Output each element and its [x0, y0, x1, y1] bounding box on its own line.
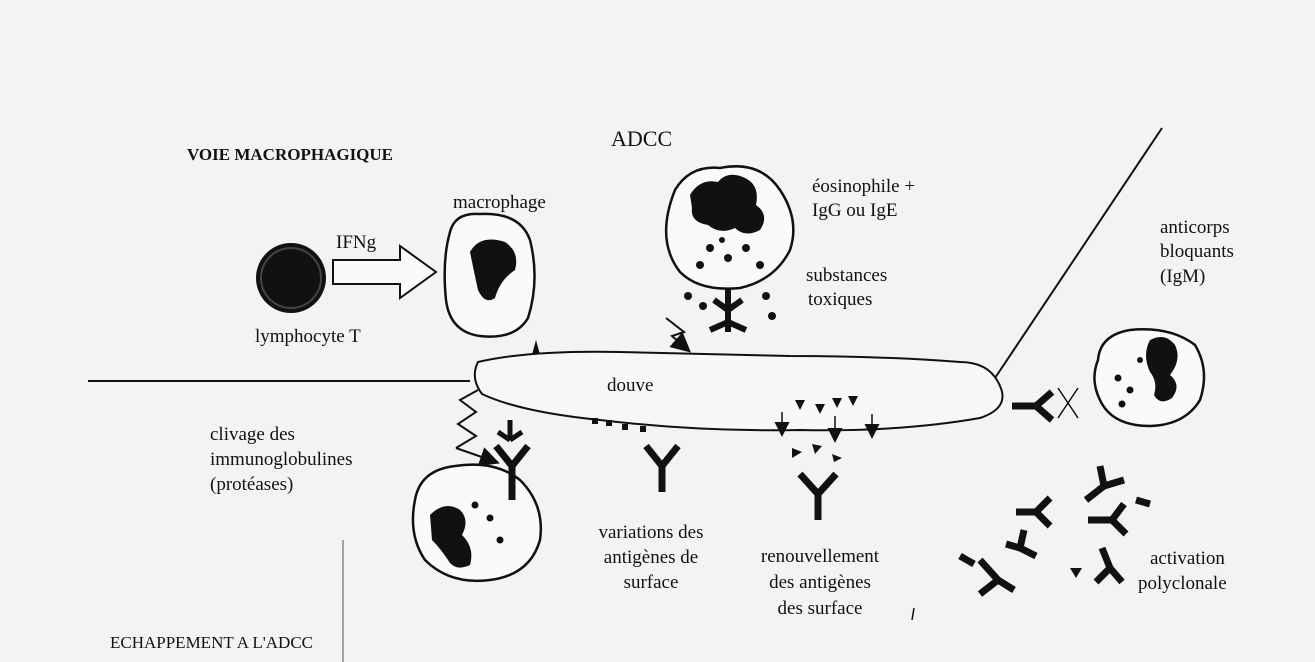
label-substances-line2: toxiques	[808, 289, 872, 311]
label-eosinophile-line1: éosinophile +	[812, 176, 915, 198]
heading-adcc: ADCC	[611, 128, 672, 150]
plasmocyte-cell	[1094, 329, 1204, 426]
label-clivage-line3: (protéases)	[210, 474, 293, 496]
tick-mark	[912, 608, 914, 620]
douve-body	[475, 352, 1003, 431]
heading-voie-macrophagique: VOIE MACROPHAGIQUE	[187, 144, 393, 166]
eosinophile-cell	[666, 166, 793, 350]
heading-echappement: ECHAPPEMENT A L'ADCC	[110, 632, 313, 654]
label-eosinophile-line2: IgG ou IgE	[812, 200, 897, 222]
label-activation-line2: polyclonale	[1138, 573, 1227, 595]
label-substances-line1: substances	[806, 265, 887, 287]
label-anticorps-line3: (IgM)	[1160, 266, 1205, 288]
lymphocyte-cell	[256, 243, 326, 313]
label-macrophage: macrophage	[453, 192, 546, 214]
blocking-antibody	[1012, 388, 1078, 420]
label-anticorps-line2: bloquants	[1160, 241, 1234, 263]
label-variations-line3: surface	[566, 572, 736, 594]
label-clivage-line1: clivage des	[210, 424, 295, 446]
polyclonal-antibodies	[960, 466, 1150, 594]
label-activation-line1: activation	[1150, 548, 1225, 570]
label-renouvellement-line1: renouvellement	[730, 546, 910, 568]
label-renouvellement-line3: des surface	[730, 598, 910, 620]
label-renouvellement-line2: des antigènes	[730, 572, 910, 594]
label-anticorps-line1: anticorps	[1160, 217, 1230, 239]
macrophage-cell	[445, 214, 542, 362]
label-douve: douve	[607, 375, 653, 397]
variation-antigens	[592, 418, 678, 492]
label-lymphocyte: lymphocyte T	[255, 326, 361, 348]
label-clivage-line2: immunoglobulines	[210, 449, 353, 471]
label-variations-line1: variations des	[566, 522, 736, 544]
label-variations-line2: antigènes de	[566, 547, 736, 569]
label-ifng: IFNg	[336, 232, 376, 254]
bottom-macrophage-cell	[413, 390, 541, 581]
